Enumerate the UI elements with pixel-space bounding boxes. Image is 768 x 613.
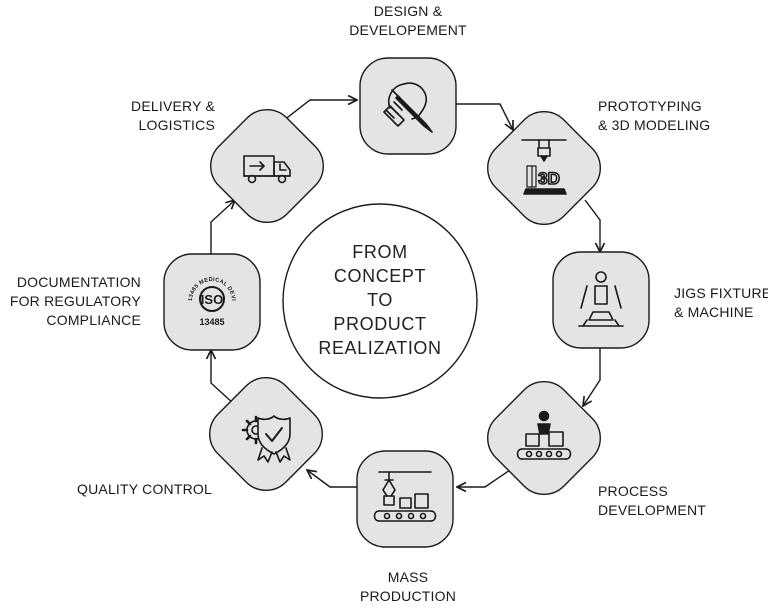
label-line: LOGISTICS	[138, 117, 215, 133]
connectors	[211, 100, 600, 487]
center-line: REALIZATION	[318, 338, 442, 358]
connector-mass-to-quality	[307, 470, 357, 488]
center-line: CONCEPT	[333, 266, 427, 286]
label-line: COMPLIANCE	[46, 312, 141, 328]
label-line: FOR REGULATORY	[9, 293, 141, 309]
label-line: & MACHINE	[674, 304, 754, 320]
label-line: PROCESS	[598, 483, 668, 499]
label-line: PRODUCTION	[359, 588, 457, 604]
label-line: PROTOTYPING	[598, 98, 702, 114]
iso-number-text: 13485	[199, 317, 224, 327]
label-quality: QUALITY CONTROL	[40, 480, 212, 499]
tile-documentation	[163, 253, 261, 351]
label-jigs: JIGS FIXTURE & MACHINE	[674, 284, 768, 322]
center-circle	[282, 203, 478, 399]
tile-mass	[356, 450, 454, 548]
connector-prototyping-to-jigs	[584, 199, 600, 252]
iso-mark-text: ISO	[201, 292, 223, 307]
tile-jigs	[552, 251, 650, 349]
center-title: FROM CONCEPT TO PRODUCT REALIZATION	[300, 240, 460, 360]
label-line: DEVELOPMENT	[598, 502, 706, 518]
connector-process-to-mass	[457, 469, 511, 487]
connector-design-to-prototyping	[456, 103, 513, 130]
label-prototyping: PROTOTYPING & 3D MODELING	[598, 97, 710, 135]
connector-documentation-to-delivery	[210, 200, 235, 254]
robot-claw-conveyor-icon	[373, 471, 437, 522]
hologram-person-icon	[578, 271, 624, 327]
label-documentation: DOCUMENTATION FOR REGULATORY COMPLIANCE	[0, 273, 141, 330]
pencil-lightbulb-icon	[383, 82, 433, 133]
label-design: DESIGN & DEVELOPEMENT	[330, 2, 486, 40]
label-line: & 3D MODELING	[598, 117, 711, 133]
label-process: PROCESS DEVELOPMENT	[598, 482, 706, 520]
label-line: DESIGN &	[373, 3, 443, 19]
tile-delivery	[210, 109, 324, 223]
tile-process	[487, 381, 601, 495]
delivery-truck-icon	[243, 155, 291, 184]
gear-shield-check-icon	[241, 415, 291, 463]
label-line: QUALITY CONTROL	[77, 481, 212, 497]
connector-jigs-to-process	[583, 348, 601, 406]
label-line: MASS	[387, 569, 429, 585]
printer-3d-text: 3D	[538, 169, 560, 188]
label-mass: MASS PRODUCTION	[330, 568, 486, 606]
center-line: FROM	[352, 242, 408, 262]
center-line: PRODUCT	[333, 314, 427, 334]
worker-conveyor-icon	[516, 410, 572, 460]
connector-quality-to-documentation	[211, 350, 236, 406]
center-line: TO	[367, 290, 393, 310]
label-line: DOCUMENTATION	[16, 274, 141, 290]
label-line: DELIVERY &	[131, 98, 215, 114]
label-line: JIGS FIXTURE	[674, 285, 768, 301]
tile-prototyping	[487, 111, 601, 225]
3d-printer-icon: 3D	[521, 139, 567, 195]
label-line: DEVELOPEMENT	[349, 22, 467, 38]
label-delivery: DELIVERY & LOGISTICS	[60, 97, 215, 135]
